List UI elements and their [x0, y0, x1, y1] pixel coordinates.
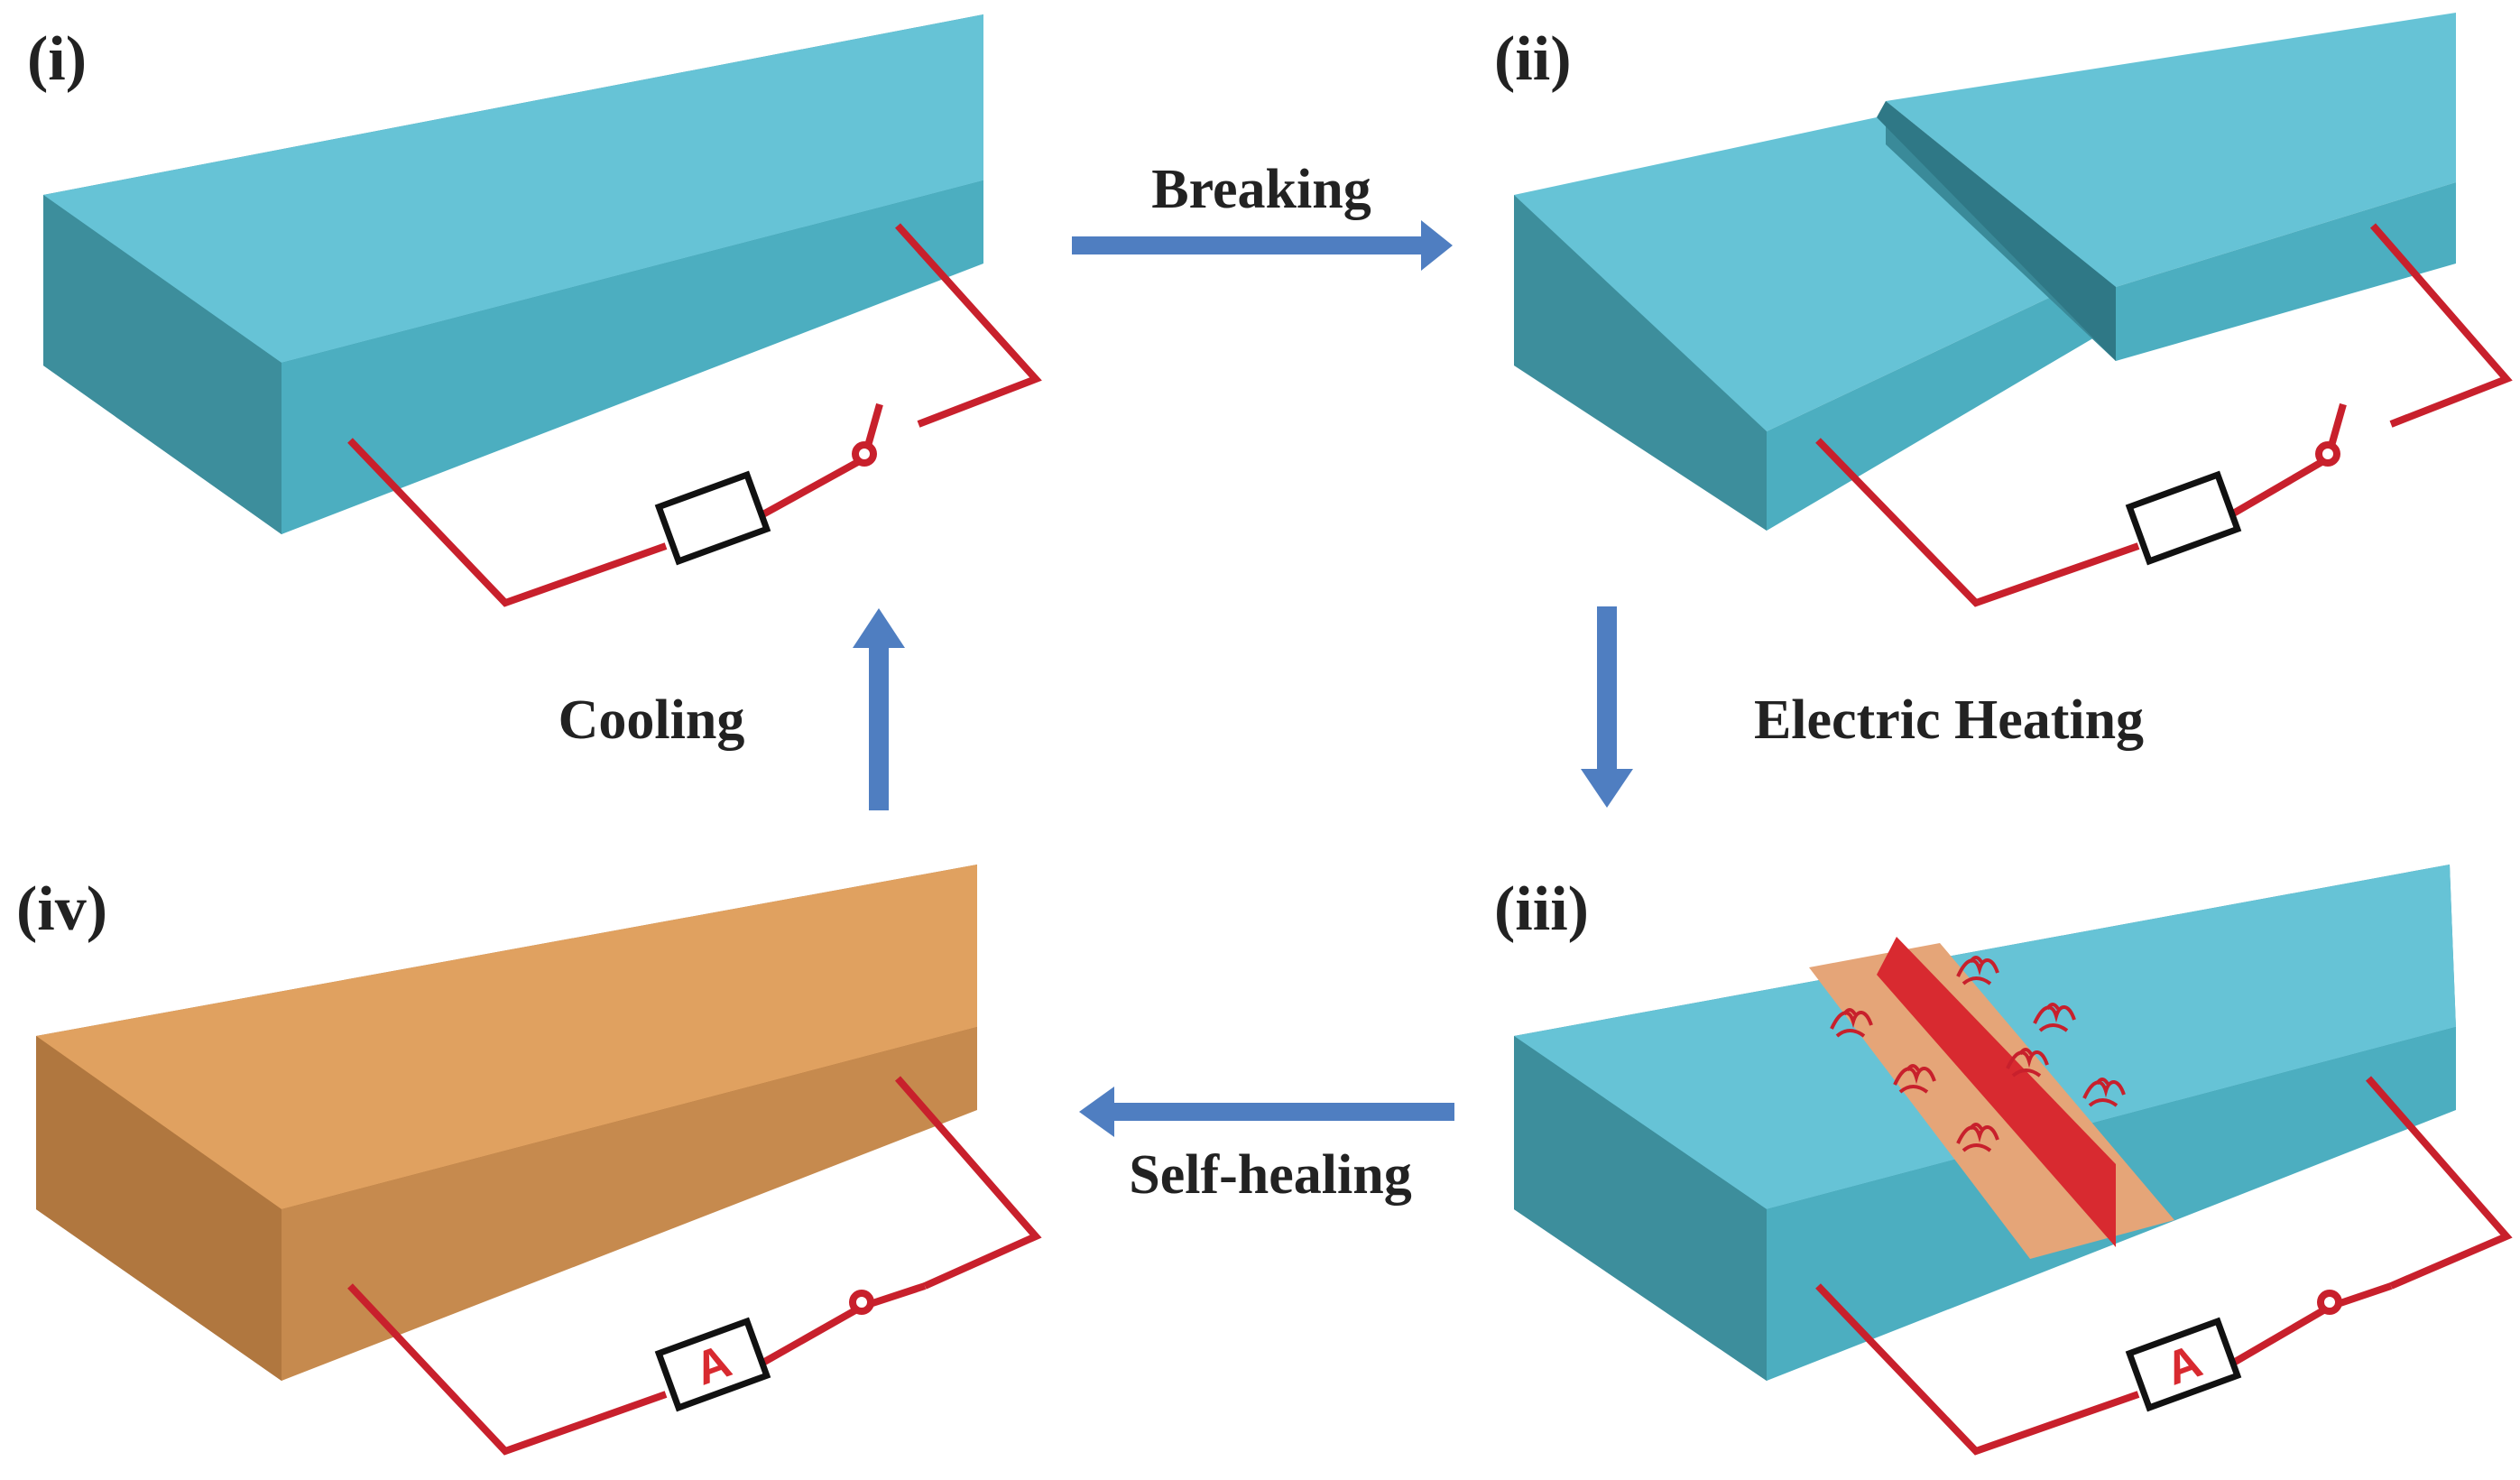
circuit-iv — [347, 1076, 1042, 1456]
crack-groove — [1877, 101, 2116, 361]
cooling-label: Cooling — [558, 689, 745, 751]
self-healing-label: Self-healing — [1129, 1144, 1411, 1206]
arrow-breaking — [1072, 220, 1453, 271]
panel-ii: (ii) — [1494, 13, 2513, 607]
heated-crack — [1877, 937, 2116, 1247]
panel-iii-label: (iii) — [1494, 874, 1589, 944]
circuit-iii — [1815, 1076, 2513, 1456]
arrow-self-healing — [1079, 1087, 1454, 1137]
resistor-box-i — [654, 470, 771, 566]
cyan-slab-i — [43, 14, 983, 534]
resistor-box-ii — [2125, 470, 2242, 566]
breaking-label: Breaking — [1151, 159, 1371, 220]
orange-slab-iv — [36, 865, 977, 1381]
electric-heating-label: Electric Heating — [1754, 689, 2144, 751]
arrow-electric-heating — [1581, 606, 1633, 808]
panel-iv: (iv) A — [16, 865, 1042, 1456]
circuit-i — [347, 223, 1042, 607]
arrow-cooling — [853, 608, 905, 810]
ammeter-iv: A — [654, 1317, 771, 1412]
panel-i: (i) — [27, 14, 1042, 607]
panel-ii-label: (ii) — [1494, 24, 1572, 94]
circuit-ii — [1815, 223, 2513, 607]
panel-iv-label: (iv) — [16, 874, 107, 944]
panel-iii: (iii) A — [1494, 865, 2513, 1456]
heat-symbols — [1830, 956, 2126, 1152]
panel-i-label: (i) — [27, 24, 87, 94]
ammeter-iii: A — [2125, 1317, 2242, 1412]
